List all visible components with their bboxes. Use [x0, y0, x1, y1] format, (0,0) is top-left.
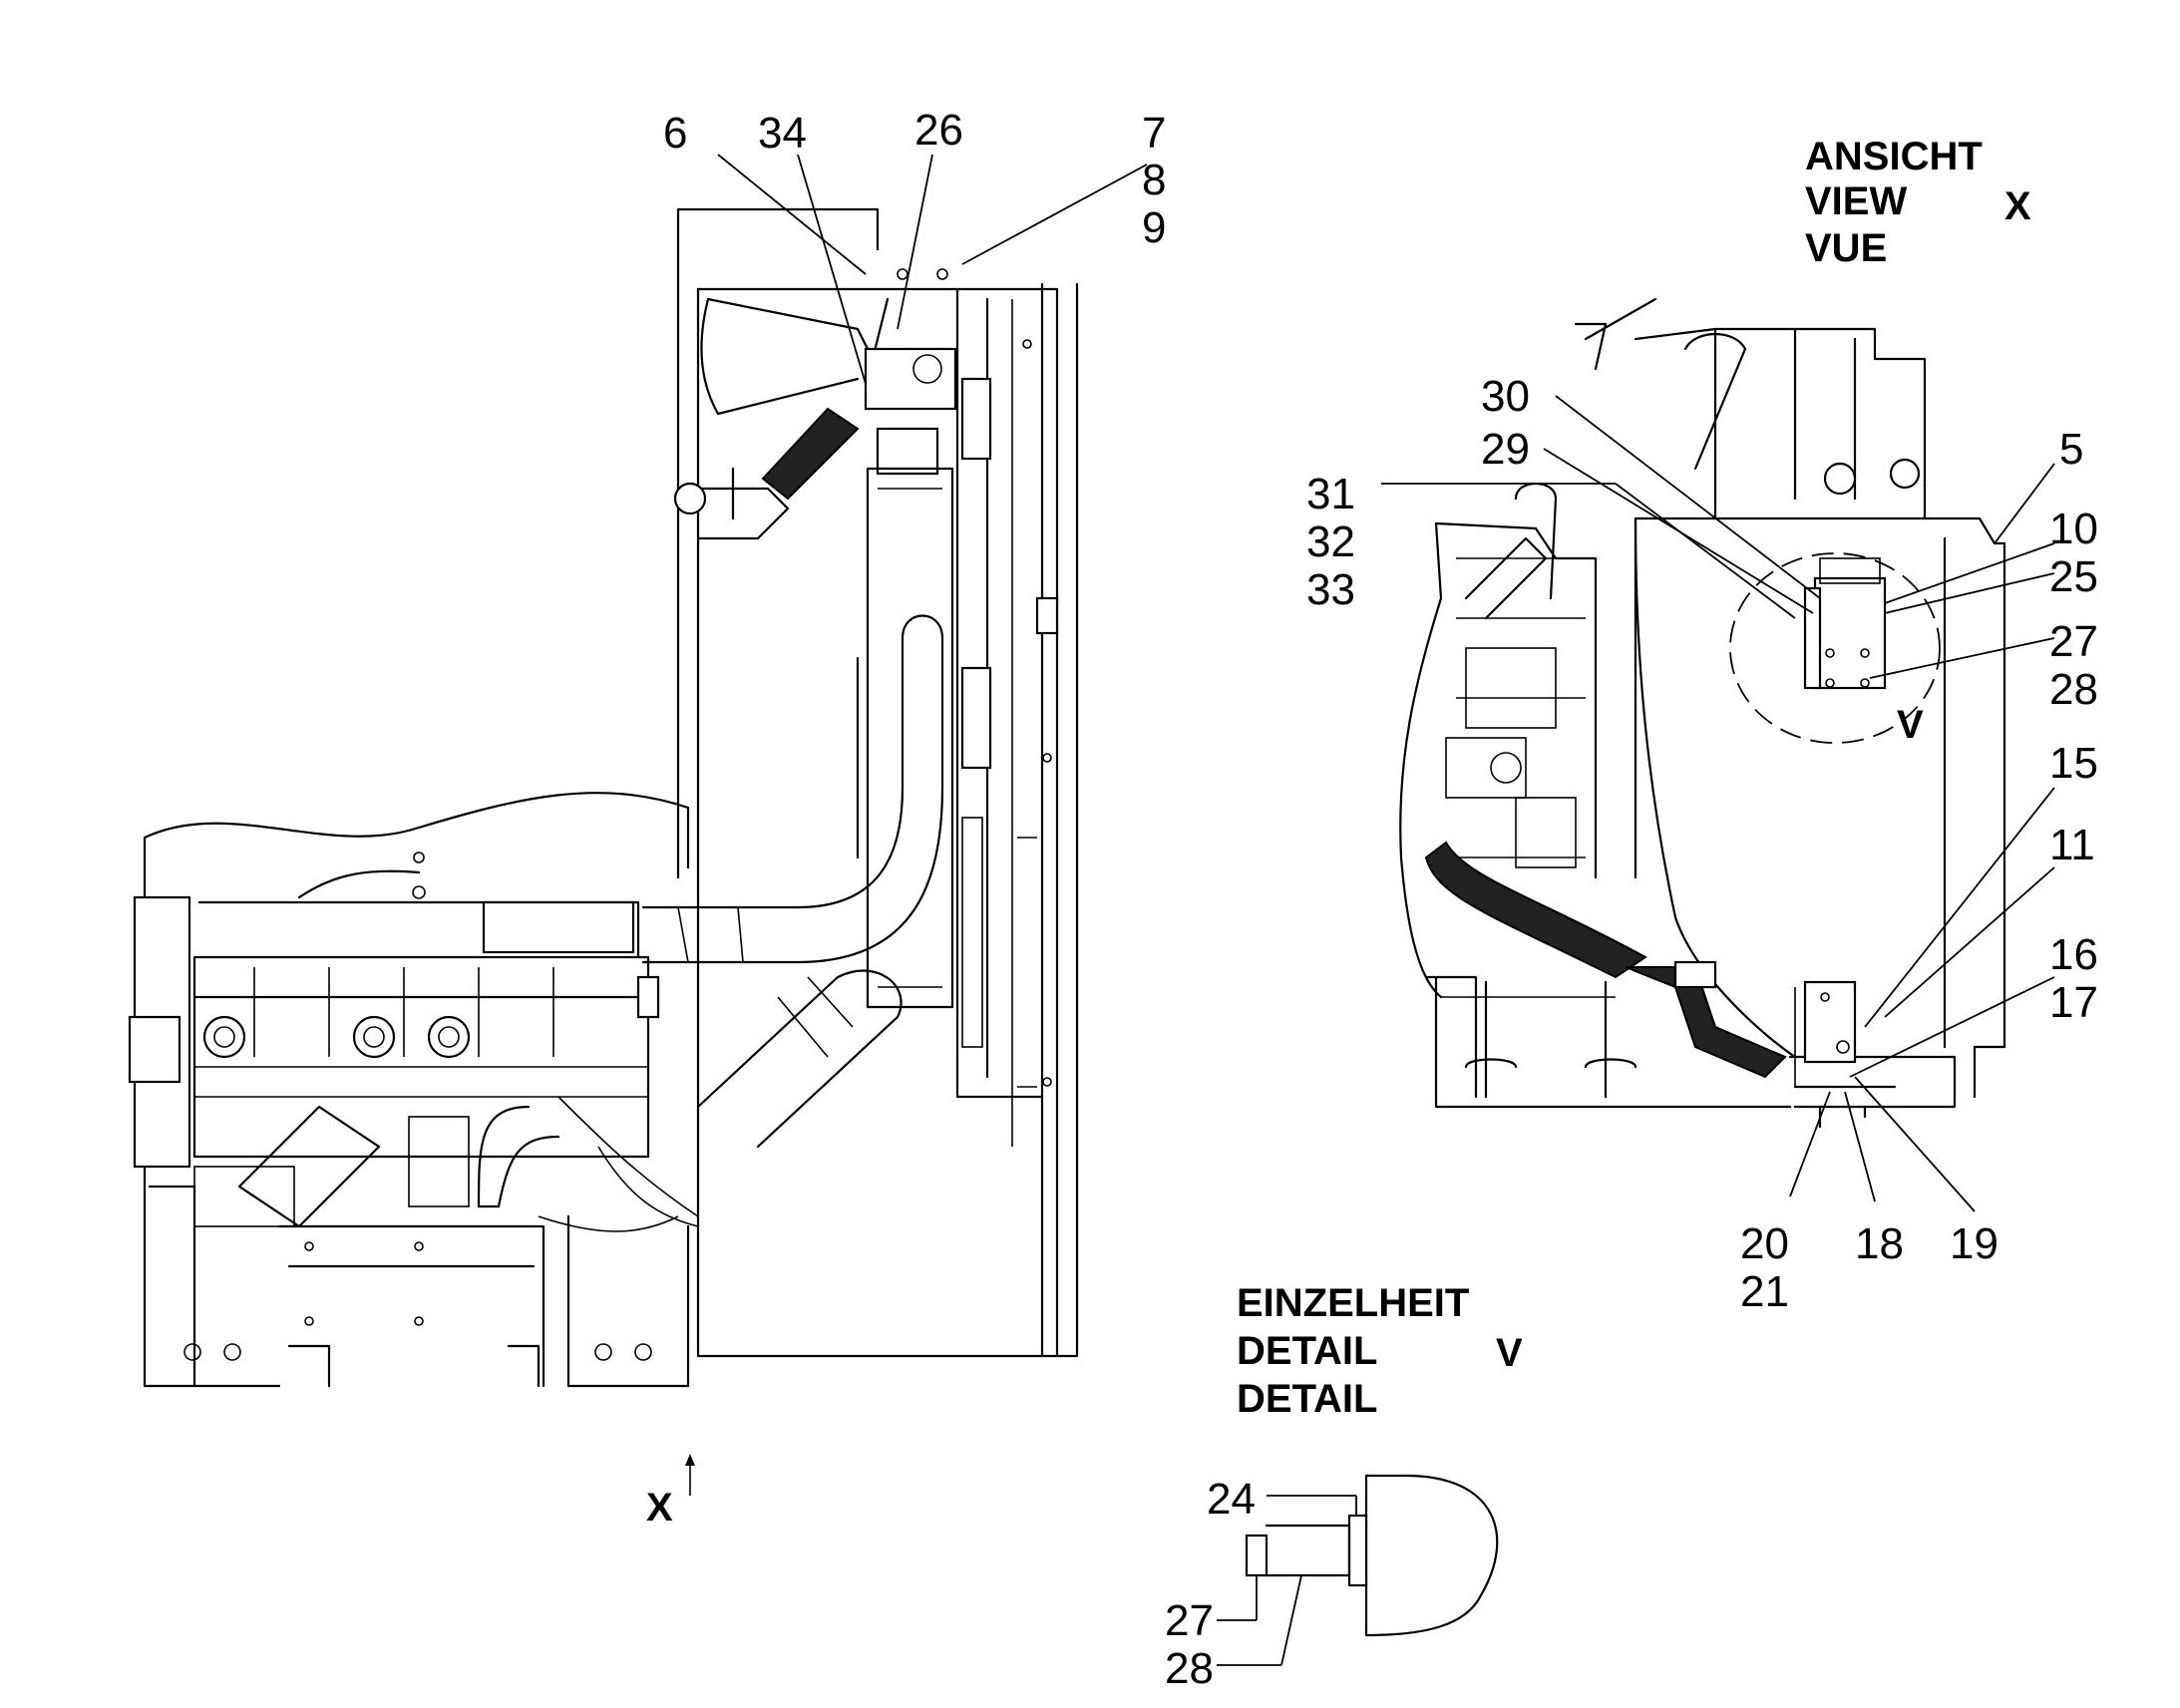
callout-21: 21	[1740, 1267, 1789, 1316]
callout-9: 9	[1142, 203, 1166, 252]
callout-8: 8	[1142, 156, 1166, 204]
callout-31: 31	[1306, 470, 1355, 518]
view-arrow-label: X	[646, 1486, 673, 1530]
callout-11: 11	[2049, 821, 2095, 869]
callout-6: 6	[663, 109, 687, 158]
callout-28: 28	[2049, 665, 2098, 714]
callout-30: 30	[1481, 372, 1530, 421]
detail-v-line2: DETAIL	[1237, 1329, 1377, 1373]
callout-25: 25	[2049, 552, 2098, 601]
callout-7: 7	[1142, 109, 1166, 158]
detail-callout-27: 27	[1165, 1596, 1214, 1645]
engine-side	[1399, 483, 1787, 1099]
callout-10: 10	[2049, 505, 2098, 553]
detail-v-region: V	[1729, 552, 1941, 747]
detail-v-letter: V	[1496, 1331, 1523, 1375]
callout-29: 29	[1481, 425, 1530, 474]
detail-callout-28: 28	[1165, 1644, 1214, 1693]
callout-16: 16	[2049, 930, 2098, 979]
view-x-line1: ANSICHT	[1805, 135, 1983, 178]
view-x-letter: X	[2004, 184, 2031, 228]
callout-19: 19	[1950, 1219, 1998, 1268]
radiator-frame	[673, 207, 1079, 1358]
callout-20: 20	[1740, 1219, 1789, 1268]
detail-v-circle-label: V	[1897, 703, 1924, 747]
cooler-housing	[1574, 297, 2006, 1099]
view-x-drawing: V	[1381, 297, 2055, 1212]
callout-17: 17	[2049, 978, 2098, 1027]
callout-27: 27	[2049, 617, 2098, 666]
main-view-drawing: X	[128, 154, 1148, 1530]
callout-18: 18	[1855, 1219, 1904, 1268]
view-x-line2: VIEW	[1805, 179, 1907, 223]
view-x-leaders	[1381, 395, 2055, 1212]
engine-block	[128, 792, 699, 1388]
callout-33: 33	[1306, 565, 1355, 614]
callout-32: 32	[1306, 517, 1355, 566]
base-frame	[1434, 980, 1957, 1129]
view-x-line3: VUE	[1805, 226, 1887, 270]
main-view-leaders	[717, 154, 1148, 385]
detail-v-line3: DETAIL	[1237, 1377, 1377, 1421]
callout-15: 15	[2049, 739, 2098, 788]
callout-34: 34	[758, 109, 807, 158]
view-direction-arrow: X	[646, 1454, 695, 1530]
detail-v-heading: EINZELHEIT DETAIL DETAIL V	[1237, 1281, 1523, 1421]
callout-26: 26	[914, 106, 963, 155]
callout-numbers: 6 34 26 7 8 9 30 29 31 32 33 5 10 25 27 …	[663, 106, 2098, 1693]
detail-v-drawing	[1217, 1474, 1499, 1666]
charge-air-pipes	[641, 614, 944, 1149]
callout-5: 5	[2059, 425, 2083, 474]
detail-v-line1: EINZELHEIT	[1237, 1281, 1469, 1325]
detail-callout-24: 24	[1207, 1475, 1256, 1524]
view-x-heading: ANSICHT VIEW VUE X	[1805, 135, 2031, 270]
